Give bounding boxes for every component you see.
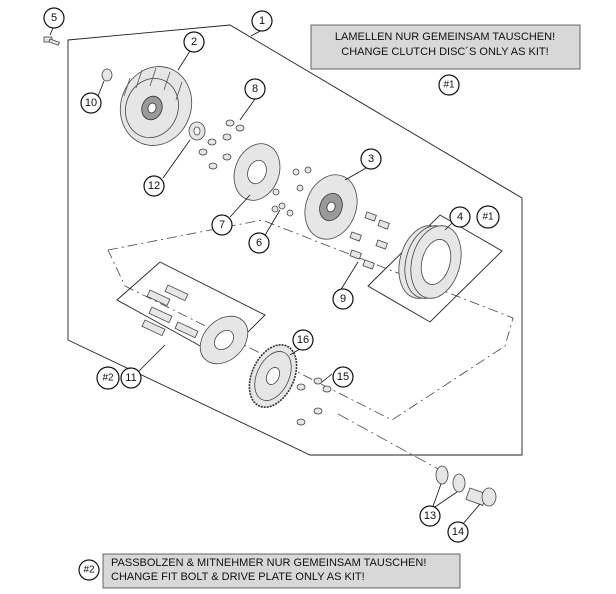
kit-note-2-line1: PASSBOLZEN & MITNEHMER NUR GEMEINSAM TAU… (111, 557, 426, 569)
callout-12: 12 (148, 180, 160, 192)
callout-1: 1 (259, 15, 265, 27)
inner-hub-3 (304, 174, 358, 240)
kit-note-1-line2: CHANGE CLUTCH DISC´S ONLY AS KIT! (341, 46, 548, 58)
bushing-14 (465, 487, 497, 507)
drive-plate-box (116, 261, 266, 359)
callout-15: 15 (337, 371, 349, 383)
rollers-6 (271, 166, 312, 217)
callout-7: 7 (219, 219, 225, 231)
kit-note-2-ref-ring (78, 559, 100, 581)
assembly-frame (67, 24, 523, 456)
springs-9 (349, 211, 390, 270)
callout-9: 9 (340, 293, 346, 305)
kit-note-2-box (102, 553, 461, 589)
gear-16 (248, 344, 298, 408)
kit-note-1-ref: #1 (443, 80, 455, 91)
callout-13: 13 (424, 510, 436, 522)
kit-note-1-line1: LAMELLEN NUR GEMEINSAM TAUSCHEN! (335, 31, 555, 43)
callout-5: 5 (51, 12, 57, 24)
axis-line (337, 413, 441, 471)
callout-kit-ref-11: #2 (102, 373, 114, 384)
kit-note-1-box (310, 24, 581, 70)
kit-note-2-ref: #2 (83, 565, 95, 576)
leader-lines (49, 27, 481, 526)
callout-3: 3 (368, 153, 374, 165)
washer-10 (101, 68, 113, 82)
kit-note-1-ref-ring (438, 74, 460, 96)
washer-12 (188, 121, 206, 141)
kit-note-2-line2: CHANGE FIT BOLT & DRIVE PLATE ONLY AS KI… (111, 571, 365, 583)
callout-4: 4 (457, 211, 463, 223)
callout-2: 2 (191, 36, 197, 48)
screws-15 (296, 377, 332, 426)
screws-8 (198, 119, 245, 170)
washers-13 (435, 465, 466, 493)
sub-assembly-outline (107, 219, 514, 421)
callout-16: 16 (297, 334, 309, 346)
screw-5 (43, 36, 60, 46)
clutch-basket (119, 66, 193, 146)
callout-6: 6 (256, 237, 262, 249)
callouts: 5 1 2 8 10 3 12 7 4 #1 6 9 16 15 #2 11 1 (43, 7, 500, 543)
callout-11: 11 (125, 372, 136, 384)
callout-8: 8 (252, 83, 258, 95)
kit-note-2: #2 PASSBOLZEN & MITNEHMER NUR GEMEINSAM … (78, 553, 461, 589)
fit-bolts-drive-plate-11 (141, 284, 249, 365)
callout-kit-ref-4: #1 (482, 212, 494, 223)
clutch-disc-pack-4 (398, 225, 462, 299)
callout-10: 10 (85, 97, 97, 109)
kit-note-1: LAMELLEN NUR GEMEINSAM TAUSCHEN! CHANGE … (310, 24, 581, 96)
pressure-plate-7 (233, 143, 281, 201)
callout-14: 14 (452, 526, 464, 538)
